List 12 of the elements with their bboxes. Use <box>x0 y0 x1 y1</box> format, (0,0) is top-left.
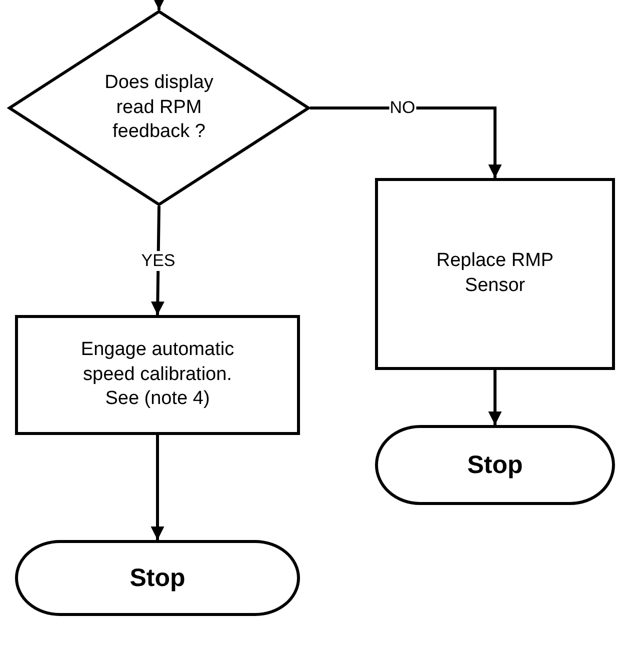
arrow <box>488 370 502 425</box>
process-box <box>375 178 615 370</box>
arrow <box>150 435 164 540</box>
node-text: Engage automatic speed calibration. See (note 4) <box>80 338 236 412</box>
terminal-label: Stop <box>128 562 186 594</box>
edge-label: YES <box>140 250 176 270</box>
arrow <box>152 0 166 10</box>
node-text: Replace RMP Sensor <box>435 249 555 298</box>
node-text: Does display read RPM feedback ? <box>104 70 214 144</box>
process-box <box>15 315 300 435</box>
arrow <box>310 106 502 178</box>
terminal-label: Stop <box>466 450 524 481</box>
